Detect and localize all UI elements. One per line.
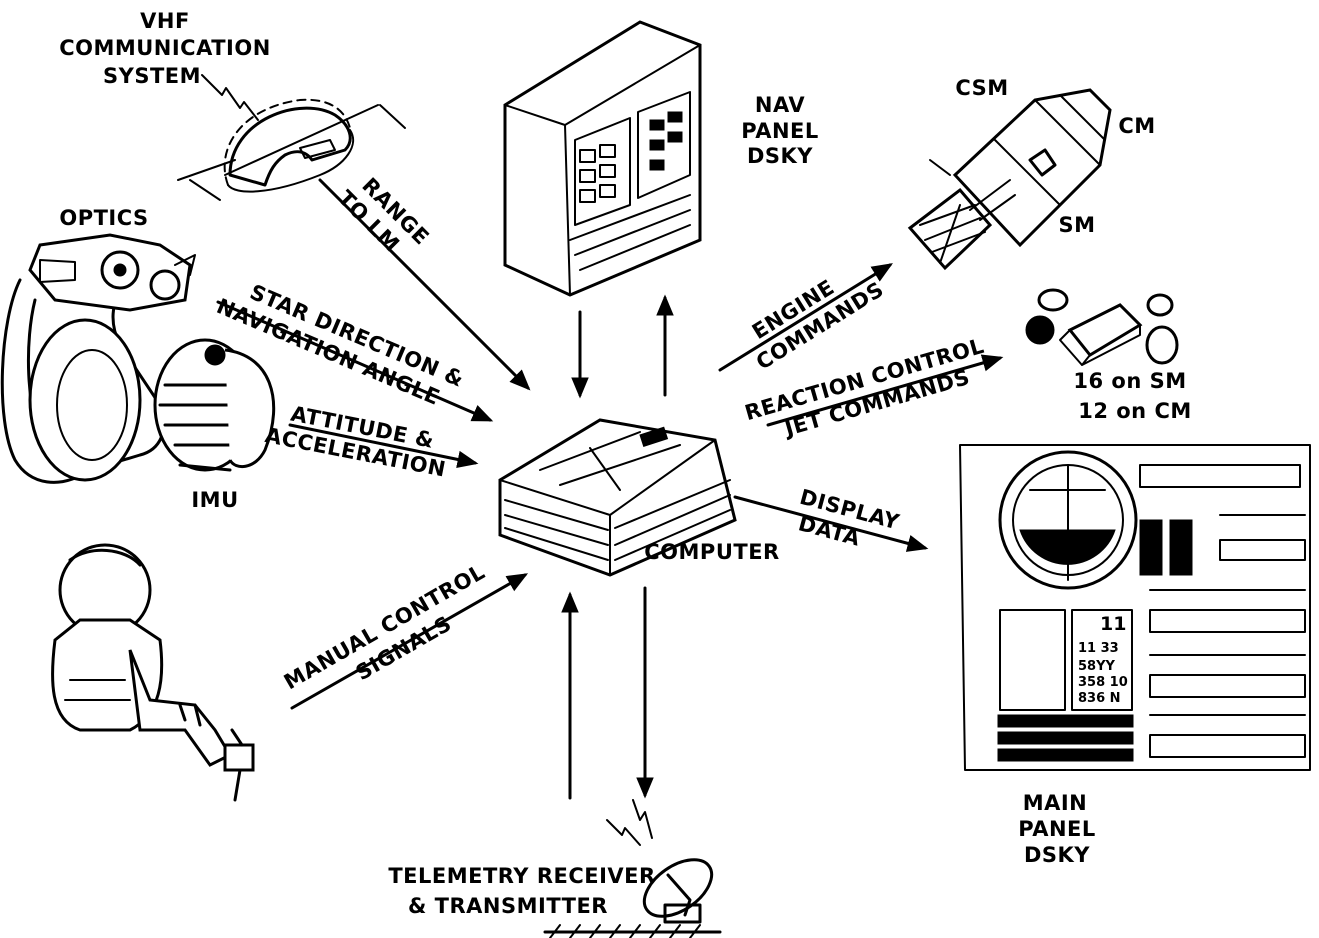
manual-control-arrow xyxy=(290,573,529,710)
telemetry-label-line1: TELEMETRY RECEIVER xyxy=(388,864,655,888)
main-dsky-label-line2: PANEL xyxy=(1018,817,1096,841)
telemetry-wave-icon xyxy=(606,799,653,846)
engine-commands-arrow xyxy=(718,263,893,372)
optics-label: OPTICS xyxy=(59,206,148,230)
rcs-thruster-icon xyxy=(1025,288,1179,366)
main-dsky-keypad xyxy=(997,714,1134,762)
sm-label: SM xyxy=(1058,213,1095,237)
vhf-label-line3: SYSTEM xyxy=(103,64,201,88)
dsky-readout-2: 11 33 xyxy=(1078,641,1119,656)
cm-label: CM xyxy=(1118,114,1155,138)
nav-dsky-illustration-icon xyxy=(503,20,702,297)
radio-wave-icon xyxy=(201,74,259,121)
flow-nav-dsky-to-computer xyxy=(571,294,674,399)
telemetry-label-line2: & TRANSMITTER xyxy=(408,894,608,918)
main-dsky-label-line1: MAIN xyxy=(1023,791,1088,815)
rcs-jets-node: 16 on SM 12 on CM xyxy=(1025,288,1192,423)
astronaut-node xyxy=(51,543,255,802)
display-data-arrow xyxy=(733,495,929,552)
computer-label: COMPUTER xyxy=(644,540,779,564)
vhf-label-line1: VHF xyxy=(140,9,190,33)
astronaut-illustration-icon xyxy=(51,543,255,802)
main-panel-switches xyxy=(1139,464,1306,758)
flow-engine-commands: ENGINE COMMANDS xyxy=(718,263,893,375)
dsky-readout-4: 358 10 xyxy=(1078,675,1128,690)
rcs-jets-label-line2: 12 on CM xyxy=(1078,399,1192,423)
main-dsky-label-line3: DSKY xyxy=(1024,843,1090,867)
manual-label-line1: MANUAL CONTROL xyxy=(280,560,489,695)
csm-spacecraft-icon xyxy=(907,88,1112,271)
dsky-readout-3: 58YY xyxy=(1078,659,1116,674)
nav-dsky-label-line3: DSKY xyxy=(747,144,813,168)
nav-dsky-node: NAV PANEL DSKY xyxy=(503,20,819,297)
flow-attitude: ATTITUDE & ACCELERATION xyxy=(263,402,479,482)
main-dsky-node: 11 11 33 58YY 358 10 836 N MAIN PAN xyxy=(959,444,1311,867)
reaction-control-arrow xyxy=(766,354,1004,427)
optics-illustration-icon xyxy=(0,233,196,484)
vhf-antenna-icon xyxy=(177,98,406,201)
vhf-label-line2: COMMUNICATION xyxy=(59,36,271,60)
csm-node: CSM CM SM xyxy=(907,76,1155,271)
computer-node: COMPUTER xyxy=(498,418,779,577)
dsky-readout-1: 11 xyxy=(1100,613,1126,635)
optics-imu-node: OPTICS IMU xyxy=(0,206,276,512)
star-direction-arrow xyxy=(216,300,494,422)
rcs-jets-label-line1: 16 on SM xyxy=(1073,369,1186,393)
csm-label: CSM xyxy=(955,76,1008,100)
antenna-dish-icon xyxy=(543,858,722,938)
computer-illustration-icon xyxy=(498,418,737,577)
main-panel-illustration-icon: 11 11 33 58YY 358 10 836 N xyxy=(959,444,1311,771)
dsky-readout-5: 836 N xyxy=(1078,691,1121,706)
imu-illustration-icon xyxy=(153,338,276,472)
imu-label: IMU xyxy=(191,488,238,512)
flow-manual-control: MANUAL CONTROL SIGNALS xyxy=(280,560,529,710)
vhf-node: VHF COMMUNICATION SYSTEM xyxy=(59,9,406,201)
nav-dsky-label-line2: PANEL xyxy=(741,119,819,143)
telemetry-node: TELEMETRY RECEIVER & TRANSMITTER xyxy=(388,799,722,938)
nav-dsky-keys xyxy=(569,111,691,271)
flow-telemetry xyxy=(561,586,654,800)
nav-dsky-label-line1: NAV xyxy=(755,93,805,117)
range-to-lm-arrow xyxy=(318,178,531,391)
attitude-arrow xyxy=(288,423,479,469)
